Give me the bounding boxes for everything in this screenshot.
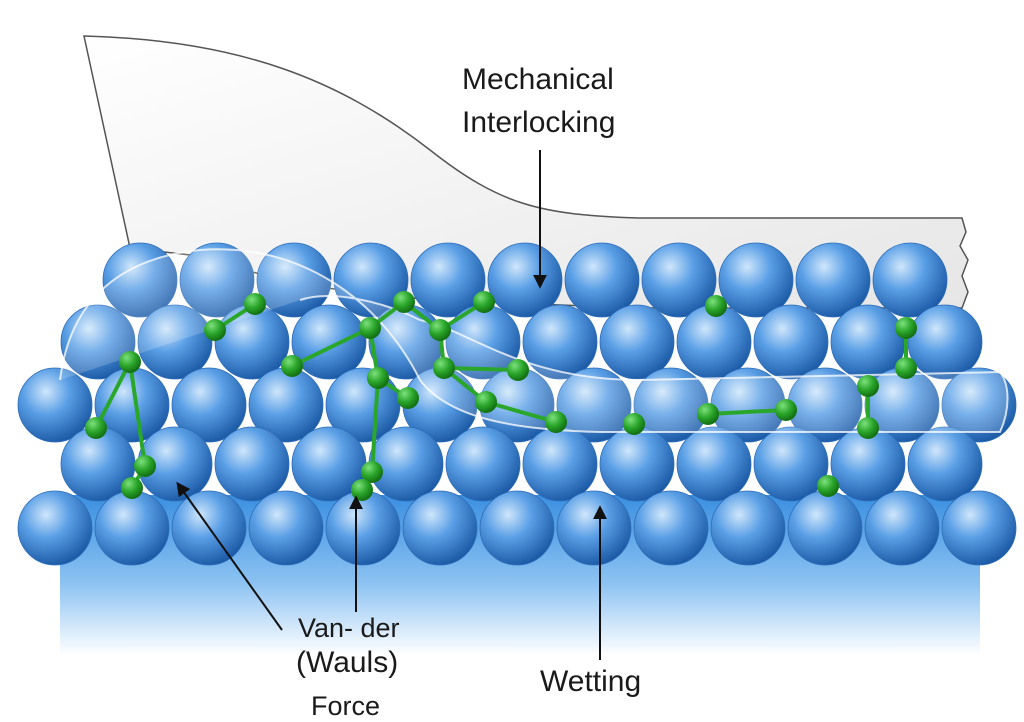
green-node-icon	[817, 475, 839, 497]
blue-sphere-icon	[522, 304, 598, 380]
blue-sphere-icon	[641, 242, 717, 318]
blue-sphere-icon	[137, 304, 213, 380]
green-node-icon	[857, 417, 879, 439]
blue-sphere-icon	[599, 426, 675, 502]
blue-sphere-icon	[445, 426, 521, 502]
green-node-icon	[433, 357, 455, 379]
blue-sphere-icon	[787, 490, 863, 566]
green-node-icon	[775, 399, 797, 421]
blue-sphere-icon	[522, 426, 598, 502]
bond-line	[94, 360, 132, 430]
blue-sphere-icon	[710, 490, 786, 566]
bond-line	[370, 376, 380, 474]
bonding-nodes	[85, 291, 917, 501]
blue-sphere-icon	[179, 242, 255, 318]
van-der-waals-label-line3: Force	[311, 691, 381, 721]
adhesive-film	[83, 35, 969, 309]
green-node-icon	[623, 413, 645, 435]
bond-line	[706, 408, 788, 416]
mechanical-interlocking-label-line1: Mechanical	[462, 63, 614, 96]
blue-sphere-icon	[214, 426, 290, 502]
blue-sphere-icon	[907, 304, 983, 380]
blue-sphere-icon	[599, 304, 675, 380]
blue-sphere-icon	[864, 490, 940, 566]
blue-sphere-icon	[941, 490, 1017, 566]
blue-sphere-icon	[60, 304, 136, 380]
blue-sphere-icon	[556, 367, 632, 443]
blue-sphere-icon	[368, 426, 444, 502]
green-node-icon	[121, 477, 143, 499]
bond-line	[442, 366, 520, 372]
blue-sphere-icon	[171, 367, 247, 443]
substrate-atoms	[17, 242, 1017, 566]
green-node-icon	[507, 359, 529, 381]
green-node-icon	[119, 351, 141, 373]
blue-sphere-icon	[718, 242, 794, 318]
blue-sphere-icon	[479, 490, 555, 566]
blue-sphere-icon	[402, 490, 478, 566]
blue-sphere-icon	[795, 242, 871, 318]
blue-sphere-icon	[907, 426, 983, 502]
green-node-icon	[393, 291, 415, 313]
van-der-waals-arrow-left	[176, 481, 283, 631]
mechanical-interlocking-label-line2: Interlocking	[462, 106, 616, 139]
bond-line	[290, 326, 372, 368]
blue-sphere-icon	[941, 367, 1017, 443]
wetting-label: Wetting	[540, 665, 642, 698]
blue-sphere-icon	[556, 490, 632, 566]
green-node-icon	[361, 461, 383, 483]
blue-sphere-icon	[17, 490, 93, 566]
blue-sphere-icon	[487, 242, 563, 318]
bond-line	[128, 360, 147, 468]
bond-line	[484, 400, 558, 424]
green-node-icon	[895, 357, 917, 379]
blue-sphere-icon	[564, 242, 640, 318]
green-node-icon	[895, 317, 917, 339]
blue-sphere-icon	[102, 242, 178, 318]
green-node-icon	[351, 479, 373, 501]
van-der-waals-label-line1: Van- der	[298, 613, 400, 643]
green-node-icon	[475, 391, 497, 413]
green-node-icon	[545, 411, 567, 433]
green-node-icon	[705, 295, 727, 317]
blue-sphere-icon	[17, 367, 93, 443]
van-der-waals-label-line2: (Wauls)	[296, 646, 399, 679]
green-node-icon	[85, 417, 107, 439]
blue-sphere-icon	[753, 426, 829, 502]
blue-sphere-icon	[248, 490, 324, 566]
green-node-icon	[204, 319, 226, 341]
green-node-icon	[857, 375, 879, 397]
green-node-icon	[397, 387, 419, 409]
green-node-icon	[697, 403, 719, 425]
green-node-icon	[281, 355, 303, 377]
green-node-icon	[134, 455, 156, 477]
blue-sphere-icon	[94, 490, 170, 566]
blue-sphere-icon	[291, 304, 367, 380]
green-node-icon	[429, 319, 451, 341]
blue-sphere-icon	[633, 490, 709, 566]
blue-sphere-icon	[410, 242, 486, 318]
green-node-icon	[367, 367, 389, 389]
green-node-icon	[473, 291, 495, 313]
green-node-icon	[359, 317, 381, 339]
green-node-icon	[244, 293, 266, 315]
blue-sphere-icon	[872, 242, 948, 318]
blue-sphere-icon	[325, 490, 401, 566]
blue-sphere-icon	[830, 304, 906, 380]
blue-sphere-icon	[753, 304, 829, 380]
blue-sphere-icon	[676, 426, 752, 502]
